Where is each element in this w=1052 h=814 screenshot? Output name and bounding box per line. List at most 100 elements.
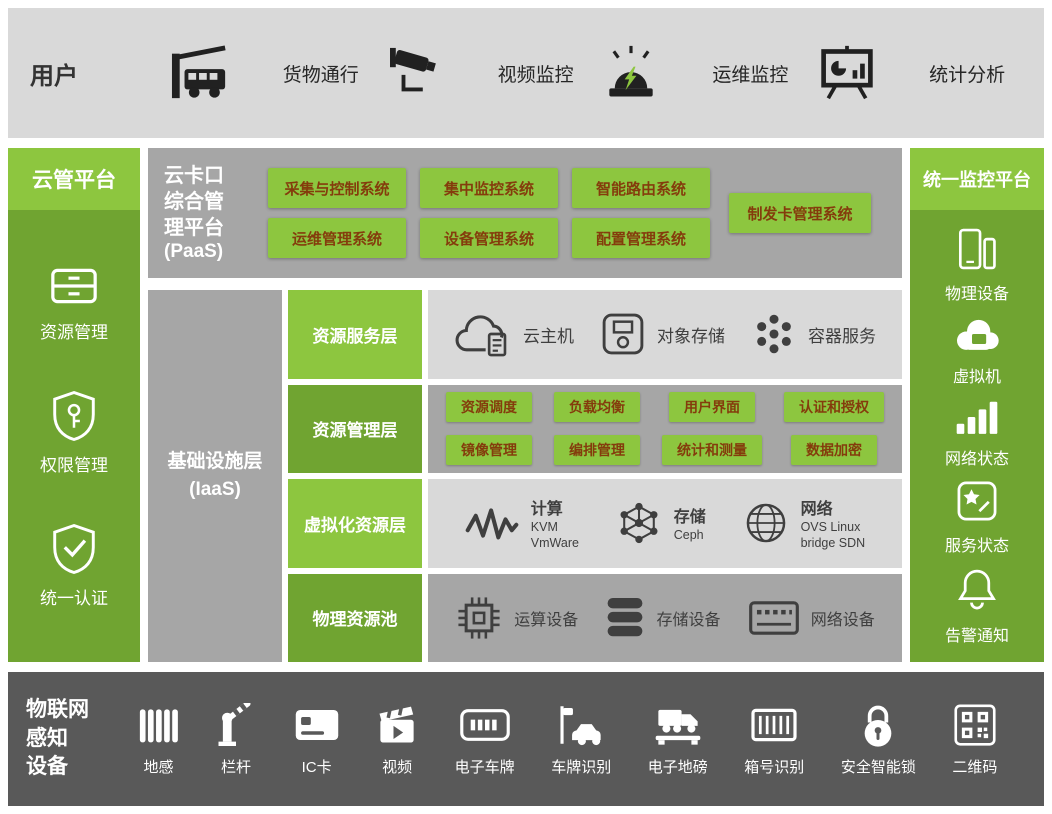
unified-monitoring-panel: 统一监控平台 物理设备 bbox=[910, 148, 1044, 662]
system-box-smart-routing: 智能路由系统 bbox=[572, 168, 710, 208]
virt-item-sub: Ceph bbox=[673, 528, 704, 543]
paas-systems: 采集与控制系统 集中监控系统 智能路由系统 运维管理系统 设备管理系统 配置管理… bbox=[268, 168, 710, 258]
drawer-icon bbox=[48, 263, 100, 309]
top-item-video-monitoring: 视频监控 bbox=[388, 46, 574, 100]
right-item-service-status: 服务状态 bbox=[945, 479, 1009, 556]
virt-item-text: 网络 OVS Linux bridge SDN bbox=[801, 495, 866, 552]
ic-card-icon bbox=[294, 702, 340, 748]
virt-item-sub: KVM VmWare bbox=[530, 520, 579, 551]
device-item-qr-code: 二维码 bbox=[952, 702, 997, 777]
right-item-physical-devices: 物理设备 bbox=[945, 227, 1009, 304]
physical-item-label: 运算设备 bbox=[514, 611, 579, 629]
paas-title-text: 云卡口综合管理平台 bbox=[164, 165, 224, 239]
iaas-title: 基础设施层 (IaaS) bbox=[148, 290, 282, 662]
virt-item-compute: 计算 KVM VmWare bbox=[465, 495, 579, 552]
barrier-gate-icon bbox=[215, 702, 257, 748]
iaas-title-text: 基础设施层 bbox=[167, 450, 263, 472]
right-item-label: 物理设备 bbox=[944, 285, 1009, 303]
service-status-icon bbox=[955, 479, 999, 523]
cloud-management-panel: 云管平台 资源管理 bbox=[8, 148, 140, 662]
layer-label-physical: 物理资源池 bbox=[288, 573, 422, 662]
shield-check-icon bbox=[50, 523, 98, 575]
bell-icon bbox=[955, 567, 999, 613]
physical-item-label: 网络设备 bbox=[810, 611, 875, 629]
chip-resource-scheduling: 资源调度 bbox=[446, 392, 532, 423]
paas-title: 云卡口综合管理平台 (PaaS) bbox=[164, 163, 268, 263]
virtualization-layer-content: 计算 KVM VmWare bbox=[428, 479, 902, 568]
top-item-label: 统计分析 bbox=[929, 64, 1006, 86]
chip-user-interface: 用户界面 bbox=[669, 392, 755, 423]
network-device-icon bbox=[748, 597, 800, 639]
unified-monitoring-body: 物理设备 虚拟机 bbox=[910, 210, 1044, 662]
middle-section: 云管平台 资源管理 bbox=[8, 148, 1044, 662]
virt-item-sub: OVS Linux bridge SDN bbox=[800, 520, 866, 551]
physical-item-label: 存储设备 bbox=[656, 611, 721, 629]
left-item-label: 统一认证 bbox=[40, 589, 108, 608]
cloud-management-title: 云管平台 bbox=[8, 148, 140, 210]
virt-item-title: 网络 bbox=[800, 501, 833, 518]
device-item-label: 箱号识别 bbox=[744, 758, 805, 776]
cctv-camera-icon bbox=[388, 46, 446, 100]
physical-layer-content: 运算设备 bbox=[428, 573, 902, 662]
chip-data-encryption: 数据加密 bbox=[791, 435, 877, 466]
device-item-label: 电子地磅 bbox=[647, 758, 708, 776]
service-item-object-storage: 对象存储 bbox=[600, 311, 725, 357]
iot-title-line: 设备 bbox=[26, 755, 68, 779]
virt-item-storage: 存储 Ceph bbox=[616, 500, 706, 546]
smart-lock-icon bbox=[858, 702, 898, 748]
layer-label-service: 资源服务层 bbox=[288, 290, 422, 379]
virt-item-text: 存储 Ceph bbox=[674, 503, 706, 543]
eplate-icon bbox=[459, 702, 510, 748]
cloud-server-icon bbox=[454, 311, 512, 357]
iaas-row-management-layer: 资源管理层 资源调度 负载均衡 用户界面 认证和授权 镜像管理 编排管理 统计和… bbox=[288, 384, 902, 473]
device-item-eplate: 电子车牌 bbox=[455, 702, 515, 777]
clapperboard-icon bbox=[376, 702, 418, 748]
node-cluster-icon bbox=[616, 500, 662, 546]
cloud-vm-icon bbox=[952, 314, 1002, 354]
service-item-label: 云主机 bbox=[523, 326, 574, 346]
device-item-label: 安全智能锁 bbox=[840, 758, 916, 776]
right-item-label: 告警通知 bbox=[944, 627, 1009, 645]
cloud-management-body: 资源管理 权限管理 bbox=[8, 210, 140, 662]
iaas-row-virtualization-layer: 虚拟化资源层 计算 KVM VmWare bbox=[288, 479, 902, 568]
system-box-device-management: 设备管理系统 bbox=[420, 218, 558, 258]
top-item-cargo-passage: 货物通行 bbox=[169, 44, 359, 102]
chip-load-balancing: 负载均衡 bbox=[554, 392, 640, 423]
shield-key-icon bbox=[50, 390, 98, 442]
unified-monitoring-title: 统一监控平台 bbox=[910, 148, 1044, 210]
top-item-label: 运维监控 bbox=[712, 64, 789, 86]
top-item-ops-monitoring: 运维监控 bbox=[602, 45, 788, 101]
iaas-section: 基础设施层 (IaaS) 资源服务层 bbox=[148, 290, 902, 662]
paas-systems-row2: 运维管理系统 设备管理系统 配置管理系统 bbox=[268, 218, 710, 258]
system-box-config-management: 配置管理系统 bbox=[572, 218, 710, 258]
device-item-ic-card: IC卡 bbox=[294, 702, 340, 777]
left-item-label: 资源管理 bbox=[40, 323, 108, 342]
ground-sensor-icon bbox=[139, 702, 179, 748]
iot-device-items: 地感 栏杆 bbox=[102, 702, 1034, 777]
database-icon bbox=[605, 595, 645, 641]
right-item-alert-notification: 告警通知 bbox=[945, 567, 1009, 646]
chip-orchestration: 编排管理 bbox=[554, 435, 640, 466]
system-box-central-monitoring: 集中监控系统 bbox=[420, 168, 558, 208]
virt-item-title: 存储 bbox=[673, 509, 706, 527]
physical-item-compute: 运算设备 bbox=[455, 594, 578, 642]
service-item-cloud-host: 云主机 bbox=[454, 311, 574, 357]
layer-label-management: 资源管理层 bbox=[288, 384, 422, 473]
center-column: 云卡口综合管理平台 (PaaS) 采集与控制系统 集中监控系统 智能路由系统 运… bbox=[148, 148, 902, 662]
system-box-ops-management: 运维管理系统 bbox=[268, 218, 406, 258]
paas-side-box: 制发卡管理系统 bbox=[710, 193, 890, 233]
iot-title-line: 感知 bbox=[26, 726, 68, 750]
left-item-unified-auth: 统一认证 bbox=[40, 523, 108, 609]
user-access-bar: 用户 货物通行 bbox=[8, 8, 1044, 138]
service-item-label: 容器服务 bbox=[808, 326, 876, 346]
device-item-label: 二维码 bbox=[952, 758, 998, 776]
iot-devices-bar: 物联网 感知 设备 地感 bbox=[8, 672, 1044, 806]
iaas-title-subtitle: (IaaS) bbox=[189, 479, 241, 500]
chip-image-management: 镜像管理 bbox=[446, 435, 532, 466]
left-item-resource-management: 资源管理 bbox=[40, 263, 108, 343]
top-item-label: 视频监控 bbox=[497, 64, 574, 86]
device-item-label: 地感 bbox=[143, 758, 174, 776]
user-access-items: 货物通行 视频监控 bbox=[140, 44, 1034, 102]
physical-item-network: 网络设备 bbox=[748, 597, 875, 639]
